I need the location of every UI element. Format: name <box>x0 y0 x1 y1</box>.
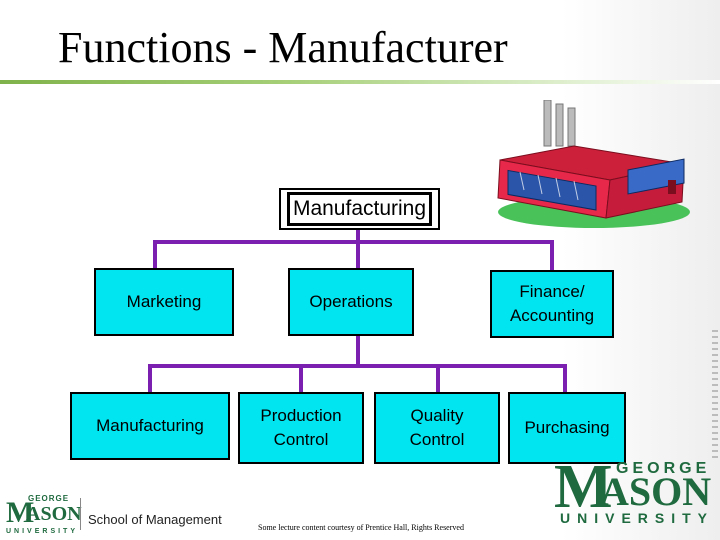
org-box-label: Quality Control <box>409 406 465 449</box>
title-underline <box>0 80 720 84</box>
org-box-label: Production Control <box>260 406 342 449</box>
org-box-label: Purchasing <box>524 418 610 437</box>
gmu-logo-university: UNIVERSITY <box>560 510 715 526</box>
org-box-quality-control: Quality Control <box>374 392 500 464</box>
som-logo-divider <box>80 498 81 530</box>
org-box-label: Manufacturing <box>96 416 204 435</box>
copyright-footnote: Some lecture content courtesy of Prentic… <box>258 523 464 532</box>
gmu-logo: M GEORGE ASON UNIVERSITY <box>554 453 711 528</box>
org-root-label: Manufacturing <box>286 192 433 226</box>
som-logo-ason: ASON <box>26 503 82 525</box>
org-box-finance-accounting: Finance/ Accounting <box>490 270 614 338</box>
org-box-label: Marketing <box>126 292 202 311</box>
org-box-label: Finance/ Accounting <box>509 282 595 325</box>
org-root-box: Manufacturing <box>279 188 440 230</box>
som-logo-m: M <box>6 496 35 529</box>
som-logo-george: GEORGE <box>28 494 70 503</box>
school-of-management-logo: GEORGE M ASON UNIVERSITY School of Manag… <box>0 488 222 540</box>
som-logo-label: School of Management <box>88 512 222 527</box>
org-box-manufacturing: Manufacturing <box>70 392 230 460</box>
org-box-marketing: Marketing <box>94 268 234 336</box>
factory-illustration <box>497 100 690 228</box>
org-box-label: Operations <box>309 292 393 311</box>
gmu-logo-m: M <box>554 453 613 521</box>
org-box-operations: Operations <box>288 268 414 336</box>
org-box-purchasing: Purchasing <box>508 392 626 464</box>
slide-title: Functions - Manufacturer <box>58 23 508 72</box>
edge-decoration <box>712 330 718 460</box>
org-box-production-control: Production Control <box>238 392 364 464</box>
som-logo-university: UNIVERSITY <box>6 528 79 535</box>
gmu-logo-ason: ASON <box>600 469 712 514</box>
gmu-logo-george: GEORGE <box>616 460 711 477</box>
